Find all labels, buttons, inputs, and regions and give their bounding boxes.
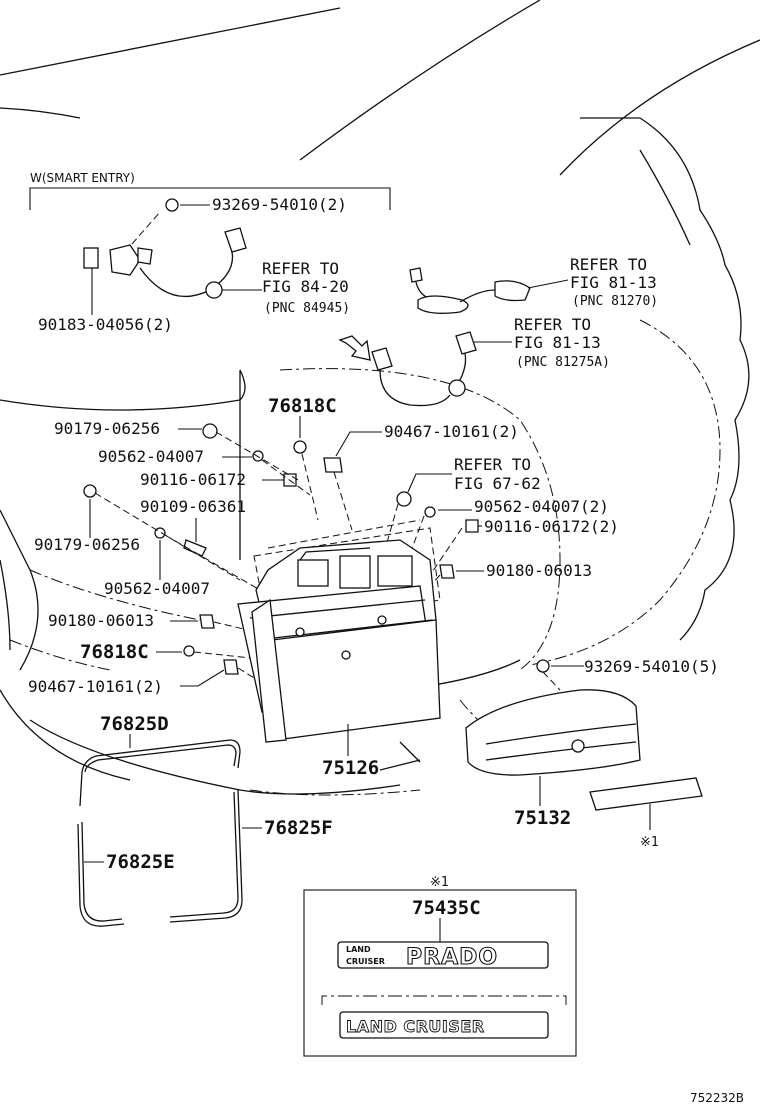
ref3-line2: FIG 81-13 — [514, 333, 601, 352]
label-75132: 75132 — [514, 807, 571, 829]
upper-fasteners: 76818C 90467-10161(2) REFER TO FIG 67-62… — [268, 395, 619, 621]
ref1-line3: (PNC 84945) — [264, 301, 350, 316]
clip-90467-b — [223, 659, 239, 675]
screw-93269-top — [165, 198, 179, 212]
ref1-line2: FIG 84-20 — [262, 277, 349, 296]
label-75435c: 75435C — [412, 897, 481, 919]
label-76818c-a: 76818C — [268, 395, 337, 417]
license-garnish-75132 — [465, 659, 641, 806]
prado-emblem-cruiser: CRUISER — [346, 957, 385, 966]
label-93269-right: 93269-54010(5) — [584, 657, 719, 676]
harness-grommet — [205, 281, 223, 299]
ref3-line1: REFER TO — [514, 315, 591, 334]
panel-motor — [297, 559, 329, 587]
label-75126: 75126 — [322, 757, 379, 779]
ref2-line3: (PNC 81270) — [572, 294, 658, 309]
label-90180-a: 90180-06013 — [48, 611, 154, 630]
handle-switch-assembly — [83, 198, 247, 299]
label-90183: 90183-04056(2) — [38, 315, 173, 334]
clip-ref-67-62 — [396, 491, 412, 507]
emblem-box: ※1 75435C LAND CRUISER PRADO LAND CRUISE… — [303, 875, 577, 1057]
screw-90116-b — [465, 519, 479, 533]
screw-93269-right — [536, 659, 550, 673]
prado-emblem-word: PRADO — [406, 945, 498, 970]
nut-90180-a — [199, 614, 215, 629]
back-door-panel-75126 — [237, 519, 441, 756]
prado-emblem-land: LAND — [346, 945, 371, 954]
label-90562-b: 90562-04007 — [104, 579, 210, 598]
note-mark-lower: ※1 — [640, 835, 659, 850]
clip-90179-a — [202, 423, 218, 439]
panel-latch — [339, 555, 371, 589]
label-76825f: 76825F — [264, 817, 333, 839]
washer-90562-c — [424, 506, 436, 518]
lamp-housing-right — [494, 280, 531, 302]
panel-hole — [341, 650, 351, 660]
lamp-housing-left — [417, 295, 469, 314]
nut-90180-b — [439, 564, 455, 579]
weatherstrip-group: 76825D 76825E 76825F — [77, 713, 333, 927]
ref4-line1: REFER TO — [454, 455, 531, 474]
weatherstrip-76825d — [81, 739, 241, 773]
label-76825d: 76825D — [100, 713, 169, 735]
weatherstrip-76825f — [169, 789, 243, 923]
direction-arrow — [338, 335, 371, 361]
ref2-line1: REFER TO — [570, 255, 647, 274]
clip-76818c-b — [183, 645, 195, 657]
license-lamp-harness-upper — [409, 267, 569, 314]
prado-emblem: LAND CRUISER PRADO — [337, 941, 549, 971]
garnish-lock-hole — [571, 739, 585, 753]
weatherstrip-76825e — [77, 823, 125, 927]
label-90562-c: 90562-04007(2) — [474, 497, 609, 516]
ref2-line2: FIG 81-13 — [570, 273, 657, 292]
smart-entry-label: W(SMART ENTRY) — [30, 171, 135, 185]
land-cruiser-emblem-text: LAND CRUISER — [346, 1017, 485, 1036]
ref4-line2: FIG 67-62 — [454, 474, 541, 493]
label-90180-b: 90180-06013 — [486, 561, 592, 580]
label-90116-b: 90116-06172(2) — [484, 517, 619, 536]
harness-plug — [224, 227, 247, 253]
note-mark-box: ※1 — [430, 875, 449, 890]
ref3-line3: (PNC 81275A) — [516, 355, 610, 370]
license-lamp-harness-lower — [371, 331, 512, 407]
smart-entry-group: W(SMART ENTRY) 93269-54010(2) 90183-0405… — [29, 171, 391, 334]
label-90116-a: 90116-06172 — [140, 470, 246, 489]
land-cruiser-emblem: LAND CRUISER — [339, 1011, 549, 1039]
label-76825e: 76825E — [106, 851, 175, 873]
washer-90562-a — [252, 450, 264, 462]
panel-box — [377, 555, 413, 587]
emblem-strip-small — [589, 777, 703, 830]
switch-connector — [109, 244, 141, 276]
label-90109: 90109-06361 — [140, 497, 246, 516]
switch-bracket — [83, 247, 99, 269]
clip-90467-a — [323, 457, 343, 473]
label-93269-top: 93269-54010(2) — [212, 195, 347, 214]
figure-id: 752232B — [690, 1091, 744, 1105]
left-fasteners: 90179-06256 90562-04007 90116-06172 9010… — [28, 419, 311, 701]
bolt-90109 — [183, 539, 207, 557]
clip-90179-b — [83, 484, 97, 498]
clip-76818c-a — [293, 440, 307, 454]
label-90179-b: 90179-06256 — [34, 535, 140, 554]
label-90467-b: 90467-10161(2) — [28, 677, 163, 696]
ref1-line1: REFER TO — [262, 259, 339, 278]
label-90562-a: 90562-04007 — [98, 447, 204, 466]
label-90179-a: 90179-06256 — [54, 419, 160, 438]
label-76818c-b: 76818C — [80, 641, 149, 663]
label-90467-a: 90467-10161(2) — [384, 422, 519, 441]
